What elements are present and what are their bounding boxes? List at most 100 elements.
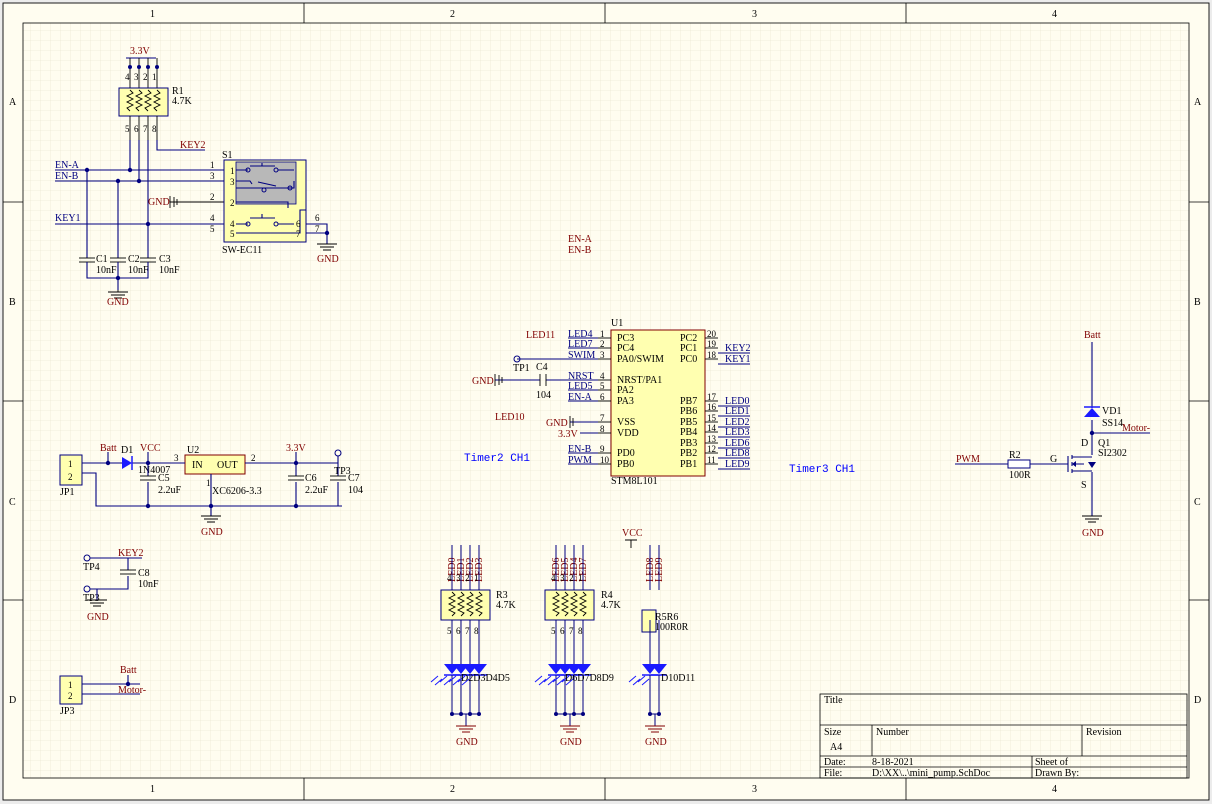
junction-dot — [657, 712, 661, 716]
pin-number: 3 — [174, 453, 179, 463]
gnd-symbol — [560, 725, 580, 733]
timer3-label: Timer3 CH1 — [789, 464, 855, 476]
vdd-label: 3.3V — [558, 429, 579, 440]
mosfet-block: Batt VD1 SS14 Motor- D Q1 SI2302 PWM R2 … — [955, 330, 1150, 539]
vd1-part: SS14 — [1102, 418, 1123, 429]
c2-value: 10nF — [128, 265, 149, 276]
vcc-label: VCC — [622, 528, 643, 539]
column-label: 2 — [450, 784, 455, 795]
led10-label: LED10 — [495, 412, 524, 423]
net-label: KEY1 — [725, 354, 751, 365]
resistor-zigzag — [474, 591, 484, 617]
led-arrow — [430, 675, 443, 686]
gnd-label: GND — [107, 297, 129, 308]
pin-number: 7 — [465, 626, 470, 636]
pin-number: 7 — [315, 224, 320, 234]
net-label: NRST — [568, 371, 594, 382]
u2-regulator — [184, 454, 246, 475]
led-arrow — [561, 675, 574, 686]
jp1-label: JP1 — [60, 487, 74, 498]
net-label: LED7 — [568, 339, 592, 350]
pin-number: 5 — [210, 224, 215, 234]
resistor-zigzag — [465, 591, 475, 617]
pin-name: PC3 — [617, 333, 634, 344]
pin-number: 4 — [210, 213, 215, 223]
row-label: D — [1194, 695, 1201, 706]
c4-value: 104 — [536, 390, 551, 401]
led-arrow — [448, 675, 461, 686]
gnd-label: GND — [645, 737, 667, 748]
led-arrow — [543, 675, 556, 686]
pin-number: 2 — [143, 72, 148, 82]
pin-number: 3 — [230, 177, 235, 187]
pin-number: 2 — [68, 472, 73, 482]
net-label: LED8 — [725, 448, 749, 459]
c5-name: C5 — [158, 473, 170, 484]
c7-value: 104 — [348, 485, 363, 496]
q1-name: Q1 — [1098, 438, 1110, 449]
u2-name: U2 — [187, 445, 199, 456]
pin-number: 19 — [707, 339, 717, 349]
pin-number: 2 — [230, 198, 235, 208]
key2-net-label: KEY2 — [180, 140, 206, 151]
junction-dot — [459, 712, 463, 716]
net-label: EN-B — [568, 444, 592, 455]
pin-number: 4 — [125, 72, 130, 82]
led-arrow — [534, 675, 547, 686]
pin-name: PC4 — [617, 343, 634, 354]
pin-name: PA0/SWIM — [617, 354, 664, 365]
pin-number: 1 — [474, 573, 479, 583]
date-value: 8-18-2021 — [872, 757, 914, 768]
resistor-array — [440, 589, 491, 621]
led-designators: D2D3D4D5 — [461, 673, 510, 684]
gnd-label: GND — [472, 376, 494, 387]
pin-name: PC1 — [680, 343, 697, 354]
c6-value: 2.2uF — [305, 485, 329, 496]
led-diode — [575, 664, 591, 674]
resistor-zigzag — [560, 591, 570, 617]
net-label: LED4 — [568, 329, 592, 340]
title-field: Title — [824, 695, 843, 706]
r1-name: R1 — [172, 86, 184, 97]
pin-number: 4 — [600, 371, 605, 381]
tp1-label: TP1 — [513, 363, 530, 374]
pin-number: 2 — [465, 573, 470, 583]
resistor-array — [544, 589, 595, 621]
c7-name: C7 — [348, 473, 360, 484]
out-net-label: 3.3V — [286, 443, 307, 454]
pin-number: 4 — [230, 219, 235, 229]
r2-value: 100R — [1009, 470, 1031, 481]
border-frame — [3, 3, 1209, 800]
d1-name: D1 — [121, 445, 133, 456]
r5r6-label: R5R6 — [655, 612, 678, 623]
file-field: File: — [824, 768, 842, 779]
pin-number: 2 — [251, 453, 256, 463]
pin-name: PB7 — [680, 396, 697, 407]
led-arrow — [439, 675, 452, 686]
c2-name: C2 — [128, 254, 140, 265]
c6-name: C6 — [305, 473, 317, 484]
tp3-label: TP3 — [334, 466, 351, 477]
key2-label: KEY2 — [118, 548, 144, 559]
c1-value: 10nF — [96, 265, 117, 276]
column-label: 3 — [752, 784, 757, 795]
row-label: B — [1194, 297, 1201, 308]
net-label: LED9 — [725, 459, 749, 470]
date-field: Date: — [824, 757, 846, 768]
led-diode — [651, 664, 667, 674]
pin-name: PA2 — [617, 385, 634, 396]
motor-label: Motor- — [1122, 423, 1150, 434]
gnd-label: GND — [456, 737, 478, 748]
motor-label: Motor- — [118, 685, 146, 696]
pin-name: PB1 — [680, 459, 697, 470]
pin-name: NRST/PA1 — [617, 375, 662, 386]
drawn-by-field: Drawn By: — [1035, 768, 1079, 779]
vcc-label: 3.3V — [130, 46, 151, 57]
pin-number: 13 — [707, 434, 717, 444]
pin-number: 7 — [296, 229, 301, 239]
pin-number: 6 — [456, 626, 461, 636]
pin-number: 2 — [210, 192, 215, 202]
pin-number: 2 — [68, 691, 73, 701]
r1-value: 4.7K — [172, 96, 193, 107]
net-label: LED0 — [725, 396, 749, 407]
